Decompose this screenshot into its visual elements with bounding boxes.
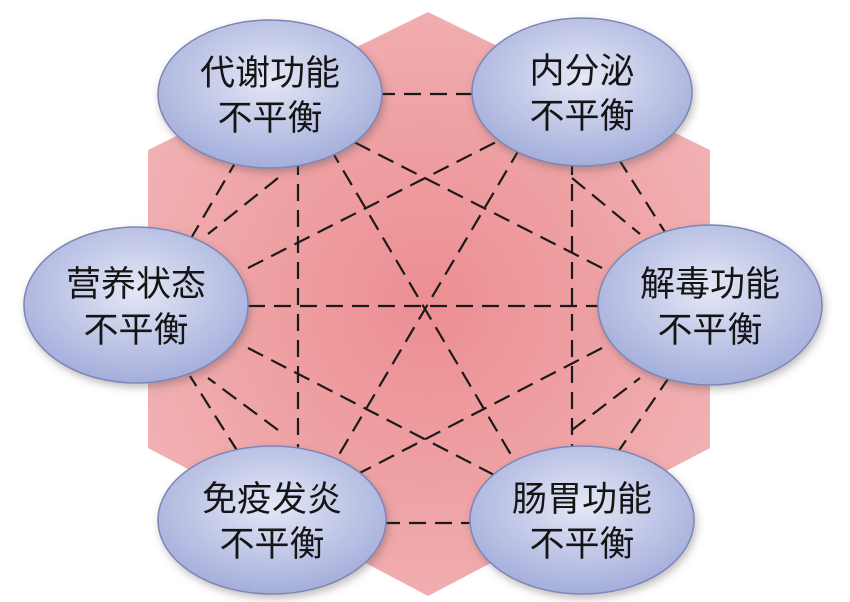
link-detox-immune xyxy=(349,347,603,479)
node-detox-line1: 解毒功能 xyxy=(640,265,780,305)
link-immune-nutrition xyxy=(189,375,239,453)
node-immune-line2: 不平衡 xyxy=(219,525,324,565)
node-immune xyxy=(157,445,387,595)
node-immune-line1: 免疫发炎 xyxy=(202,480,342,520)
link-endocrine-detox xyxy=(617,157,671,241)
node-gut xyxy=(469,445,695,595)
node-nutrition-line1: 营养状态 xyxy=(66,265,206,305)
link-immune-inner xyxy=(207,377,279,431)
node-ellipse xyxy=(597,224,823,386)
node-ellipse xyxy=(157,445,387,595)
node-ellipse xyxy=(471,17,693,167)
link-metabolism-inner xyxy=(207,177,279,235)
node-nutrition-line2: 不平衡 xyxy=(83,311,188,351)
node-endocrine-line1: 内分泌 xyxy=(529,52,634,92)
node-endocrine-line2: 不平衡 xyxy=(529,97,634,137)
link-gut-inner xyxy=(571,377,641,431)
connection-lines xyxy=(189,92,671,525)
node-ellipse xyxy=(469,445,695,595)
link-nutrition-endocrine xyxy=(247,139,501,269)
link-detox-gut xyxy=(617,375,671,453)
node-nutrition xyxy=(23,226,249,384)
node-endocrine xyxy=(471,17,693,167)
node-gut-line2: 不平衡 xyxy=(529,525,634,565)
link-nutrition-gut xyxy=(247,347,501,479)
node-metabolism-line2: 不平衡 xyxy=(217,99,322,139)
link-detox-metabolism xyxy=(349,139,603,269)
node-ellipse xyxy=(157,19,383,169)
link-endocrine-inner xyxy=(571,177,641,235)
link-nutrition-metabolism xyxy=(189,157,239,241)
node-gut-line1: 肠胃功能 xyxy=(512,480,652,520)
node-detox-line2: 不平衡 xyxy=(657,311,762,351)
link-endocrine-immune xyxy=(329,147,521,471)
node-detox xyxy=(597,224,823,386)
node-ellipse xyxy=(23,226,249,384)
node-metabolism-line1: 代谢功能 xyxy=(200,54,340,94)
node-metabolism xyxy=(157,19,383,169)
